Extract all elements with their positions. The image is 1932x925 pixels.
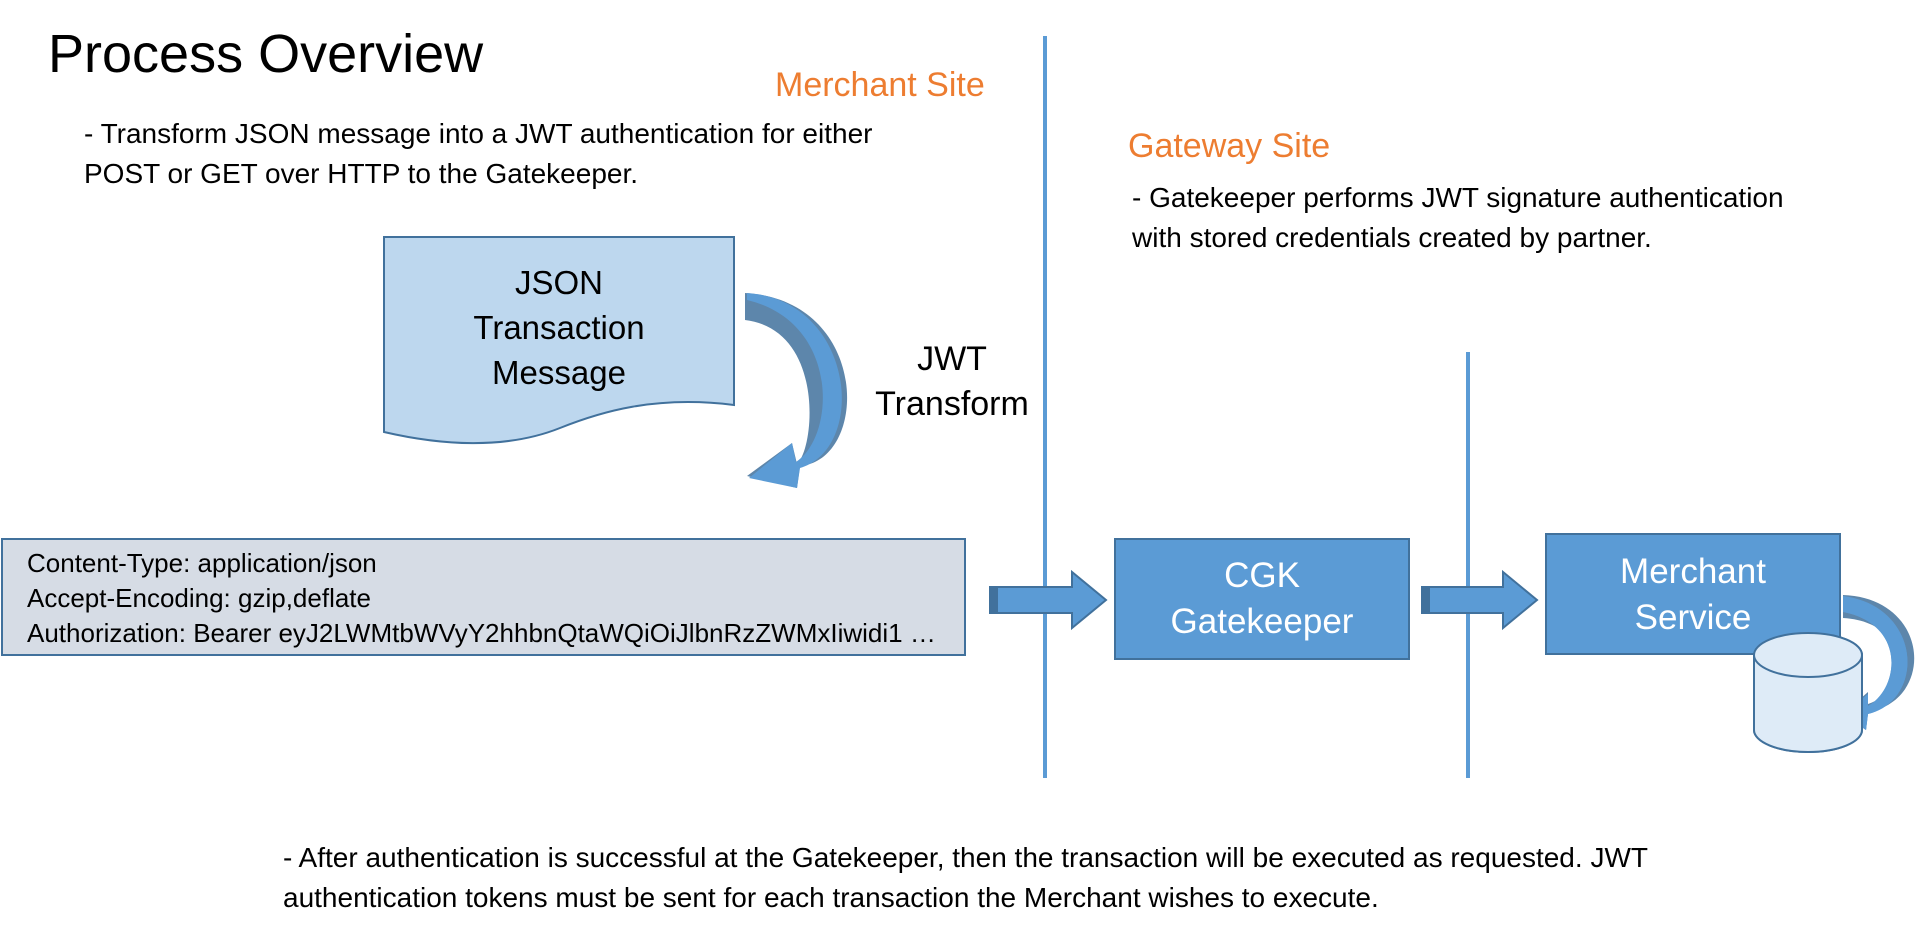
jwt-transform-label: JWT Transform — [862, 337, 1042, 427]
merchant-site-description: - Transform JSON message into a JWT auth… — [84, 114, 872, 194]
json-document-line: JSON — [514, 264, 603, 301]
http-request-headers: Content-Type: application/json Accept-En… — [1, 538, 966, 656]
request-header-line: Content-Type: application/json — [27, 548, 377, 578]
gatekeeper-block: CGK Gatekeeper — [1114, 538, 1410, 660]
gateway-description-line: with stored credentials created by partn… — [1132, 222, 1652, 253]
merchant-description-line: - Transform JSON message into a JWT auth… — [84, 118, 873, 149]
footer-note-line: - After authentication is successful at … — [283, 842, 1648, 873]
jwt-transform-line: Transform — [875, 385, 1029, 423]
gatekeeper-to-service-arrow — [1421, 569, 1539, 631]
merchant-description-line: POST or GET over HTTP to the Gatekeeper. — [84, 158, 639, 189]
json-document-line: Transaction — [473, 309, 645, 346]
gateway-description-line: - Gatekeeper performs JWT signature auth… — [1132, 182, 1784, 213]
request-header-line: Accept-Encoding: gzip,deflate — [27, 583, 371, 613]
json-document-label: JSON Transaction Message — [384, 260, 734, 395]
footer-note-line: authentication tokens must be sent for e… — [283, 882, 1379, 913]
request-header-line: Authorization: Bearer eyJ2LWMtbWVyY2hhbn… — [27, 618, 936, 648]
json-document-line: Message — [492, 354, 626, 391]
request-to-gatekeeper-arrow — [989, 569, 1108, 631]
merchant-service-label-line: Merchant — [1620, 552, 1766, 591]
page-title: Process Overview — [48, 24, 484, 84]
gateway-site-label: Gateway Site — [1128, 127, 1331, 165]
jwt-transform-curved-arrow — [745, 293, 848, 488]
merchant-service-label-line: Service — [1634, 598, 1752, 637]
gatekeeper-label-line: CGK — [1224, 556, 1300, 595]
jwt-transform-line: JWT — [917, 340, 987, 378]
merchant-site-label: Merchant Site — [775, 66, 985, 104]
gateway-site-description: - Gatekeeper performs JWT signature auth… — [1132, 178, 1784, 258]
json-document-shape — [383, 236, 735, 445]
merchant-service-block: Merchant Service — [1545, 533, 1841, 655]
footer-note: - After authentication is successful at … — [283, 838, 1648, 918]
gatekeeper-label-line: Gatekeeper — [1170, 602, 1354, 641]
